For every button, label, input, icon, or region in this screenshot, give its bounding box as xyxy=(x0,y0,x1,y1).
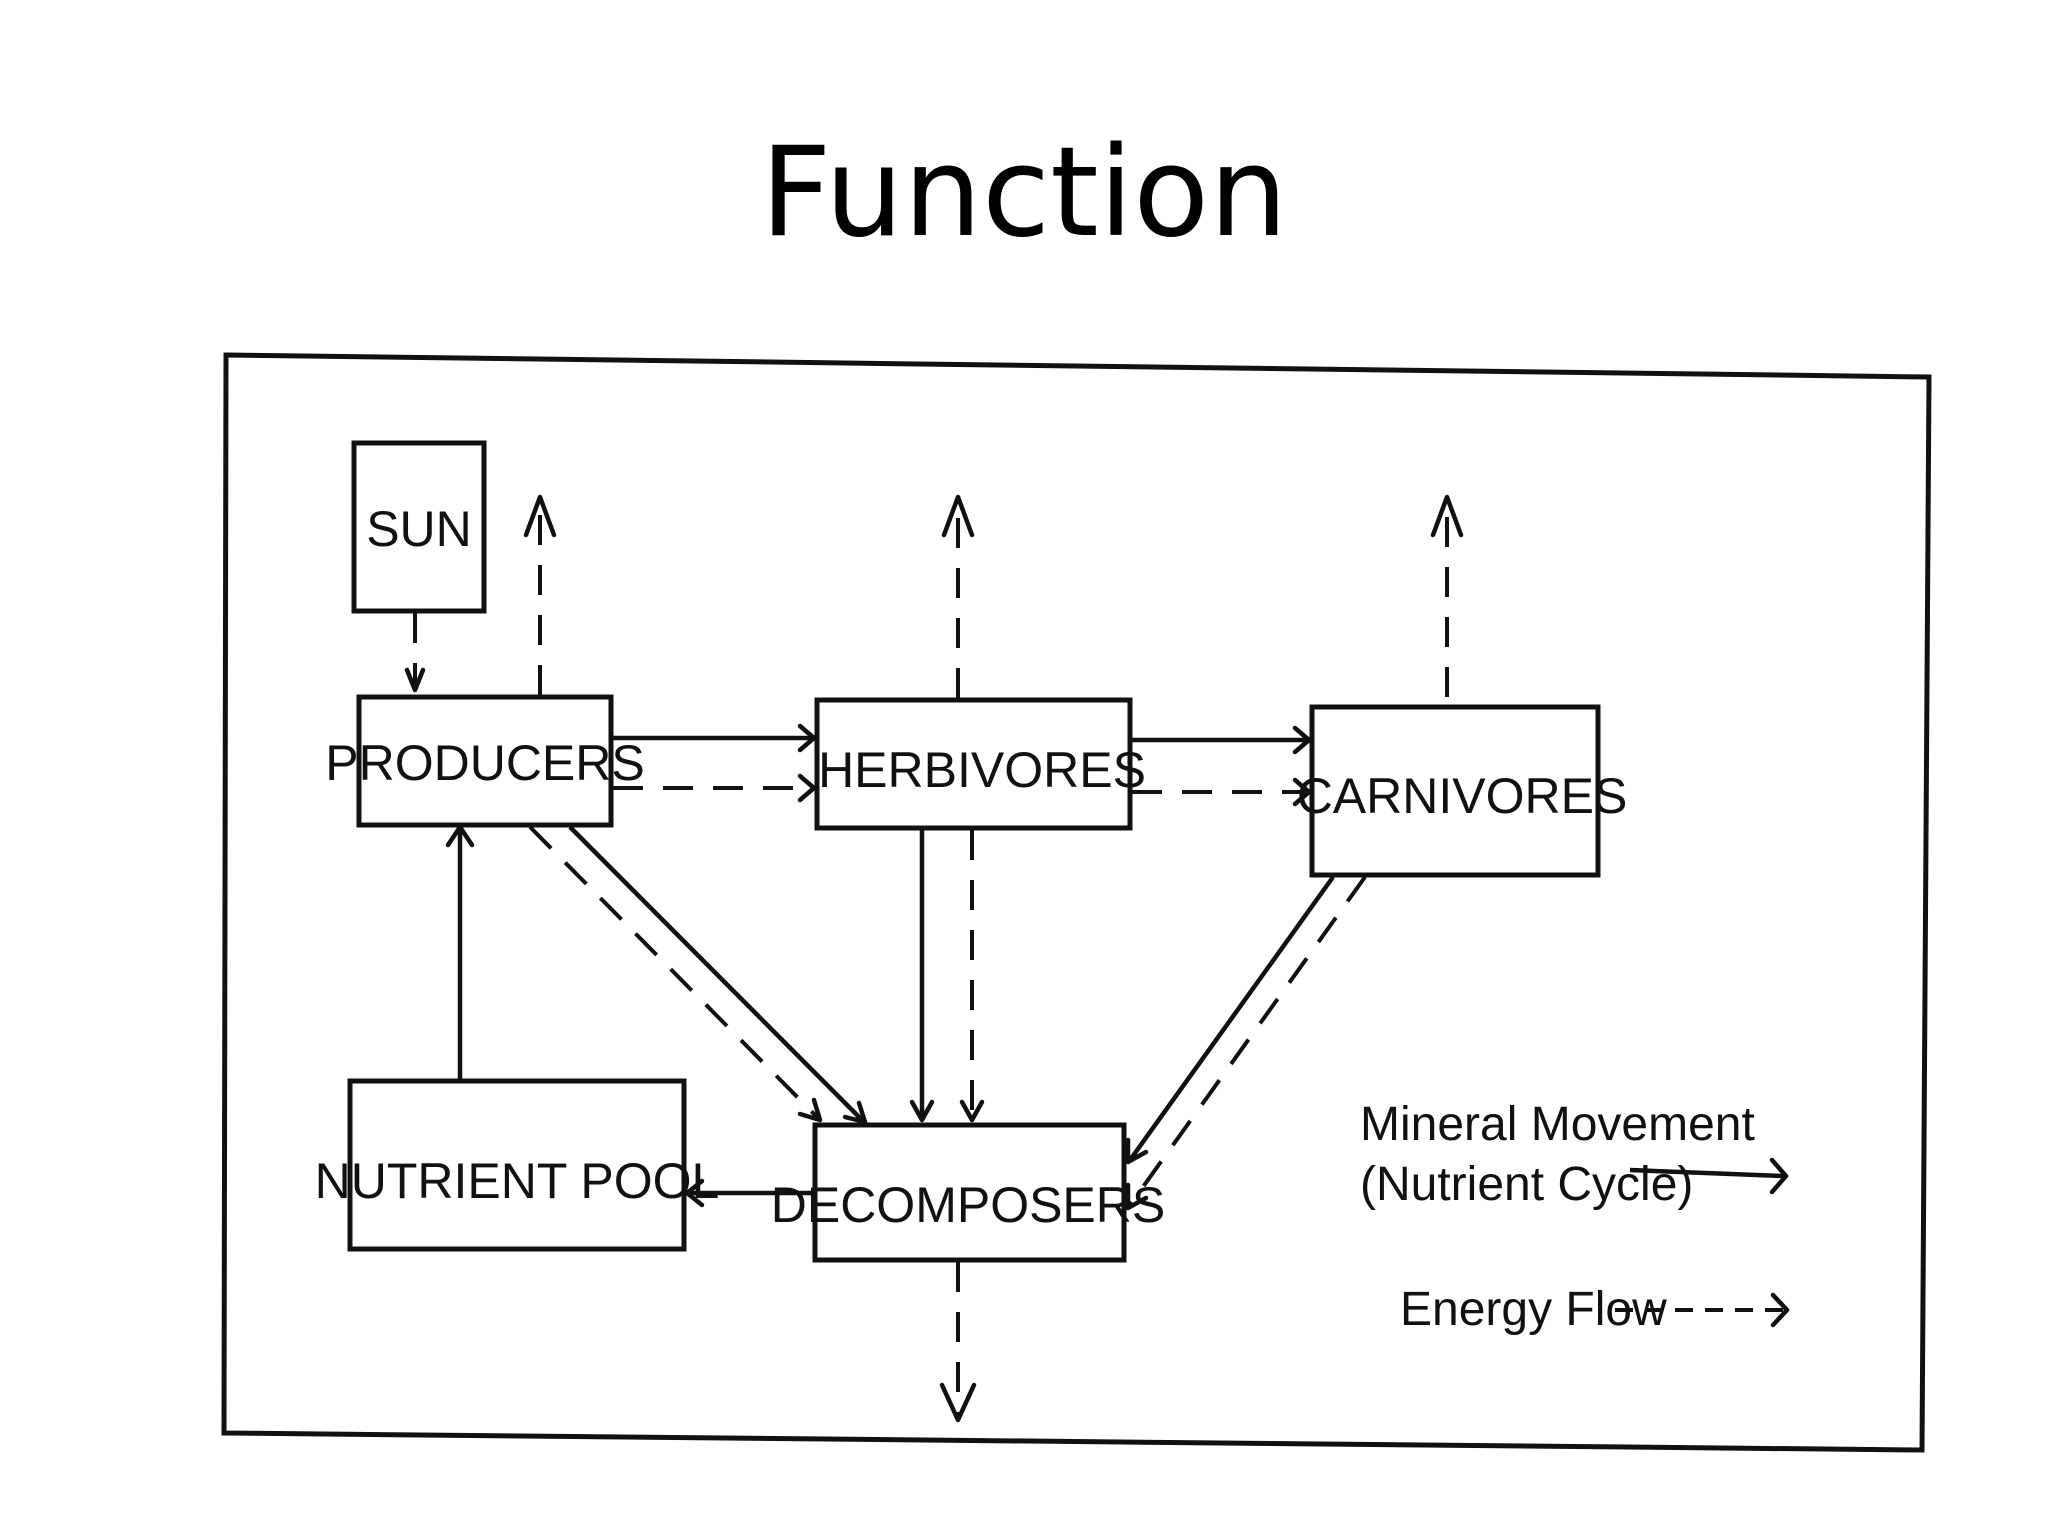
sun-label: SUN xyxy=(366,501,472,557)
energy-loss-arrow-decomposers xyxy=(939,1262,977,1423)
energy-arrow-sun-to-producers xyxy=(404,613,426,693)
herbivores-box: HERBIVORES xyxy=(814,697,1146,831)
legend-mineral-arrow xyxy=(1629,1157,1789,1195)
energy-loss-arrow-producers xyxy=(523,494,557,695)
nutrient-pool-label: NUTRIENT POOL xyxy=(315,1153,720,1209)
producers-label: PRODUCERS xyxy=(325,735,644,791)
mineral-arrow-herbivores-to-carnivores xyxy=(1132,725,1312,755)
mineral-arrow-decomposers-to-nutrient-pool xyxy=(684,1178,813,1208)
energy-loss-arrow-carnivores xyxy=(1430,494,1464,697)
legend: Mineral Movement (Nutrient Cycle) Energy… xyxy=(1360,1098,1790,1336)
decomposers-label: DECOMPOSERS xyxy=(771,1177,1166,1233)
energy-arrow-herbivores-to-carnivores xyxy=(1132,777,1312,807)
mineral-arrow-producers-to-decomposers xyxy=(568,825,868,1125)
mineral-arrow-carnivores-to-decomposers xyxy=(1125,875,1335,1165)
nutrient-pool-box: NUTRIENT POOL xyxy=(315,1078,720,1252)
mineral-arrow-producers-to-herbivores xyxy=(613,723,817,753)
slide-title: Function xyxy=(760,121,1288,265)
herbivores-label: HERBIVORES xyxy=(818,742,1146,798)
carnivores-label: CARNIVORES xyxy=(1297,768,1628,824)
sun-box: SUN xyxy=(351,440,487,614)
mineral-arrow-herbivores-to-decomposers xyxy=(909,830,935,1123)
energy-arrow-carnivores-to-decomposers xyxy=(1125,875,1367,1211)
legend-energy-arrow xyxy=(1615,1292,1790,1328)
diagram-frame xyxy=(221,352,1932,1453)
energy-loss-arrow-herbivores xyxy=(941,494,975,698)
carnivores-box: CARNIVORES xyxy=(1297,704,1628,878)
legend-mineral-line2: (Nutrient Cycle) xyxy=(1360,1158,1693,1211)
decomposers-box: DECOMPOSERS xyxy=(771,1122,1166,1263)
energy-arrow-herbivores-to-decomposers xyxy=(959,830,985,1123)
mineral-arrow-nutrient-pool-to-producers xyxy=(445,824,475,1079)
producers-box: PRODUCERS xyxy=(325,694,645,828)
energy-arrow-producers-to-decomposers xyxy=(528,825,823,1123)
energy-arrow-producers-to-herbivores xyxy=(613,773,817,803)
legend-mineral-line1: Mineral Movement xyxy=(1360,1098,1755,1151)
